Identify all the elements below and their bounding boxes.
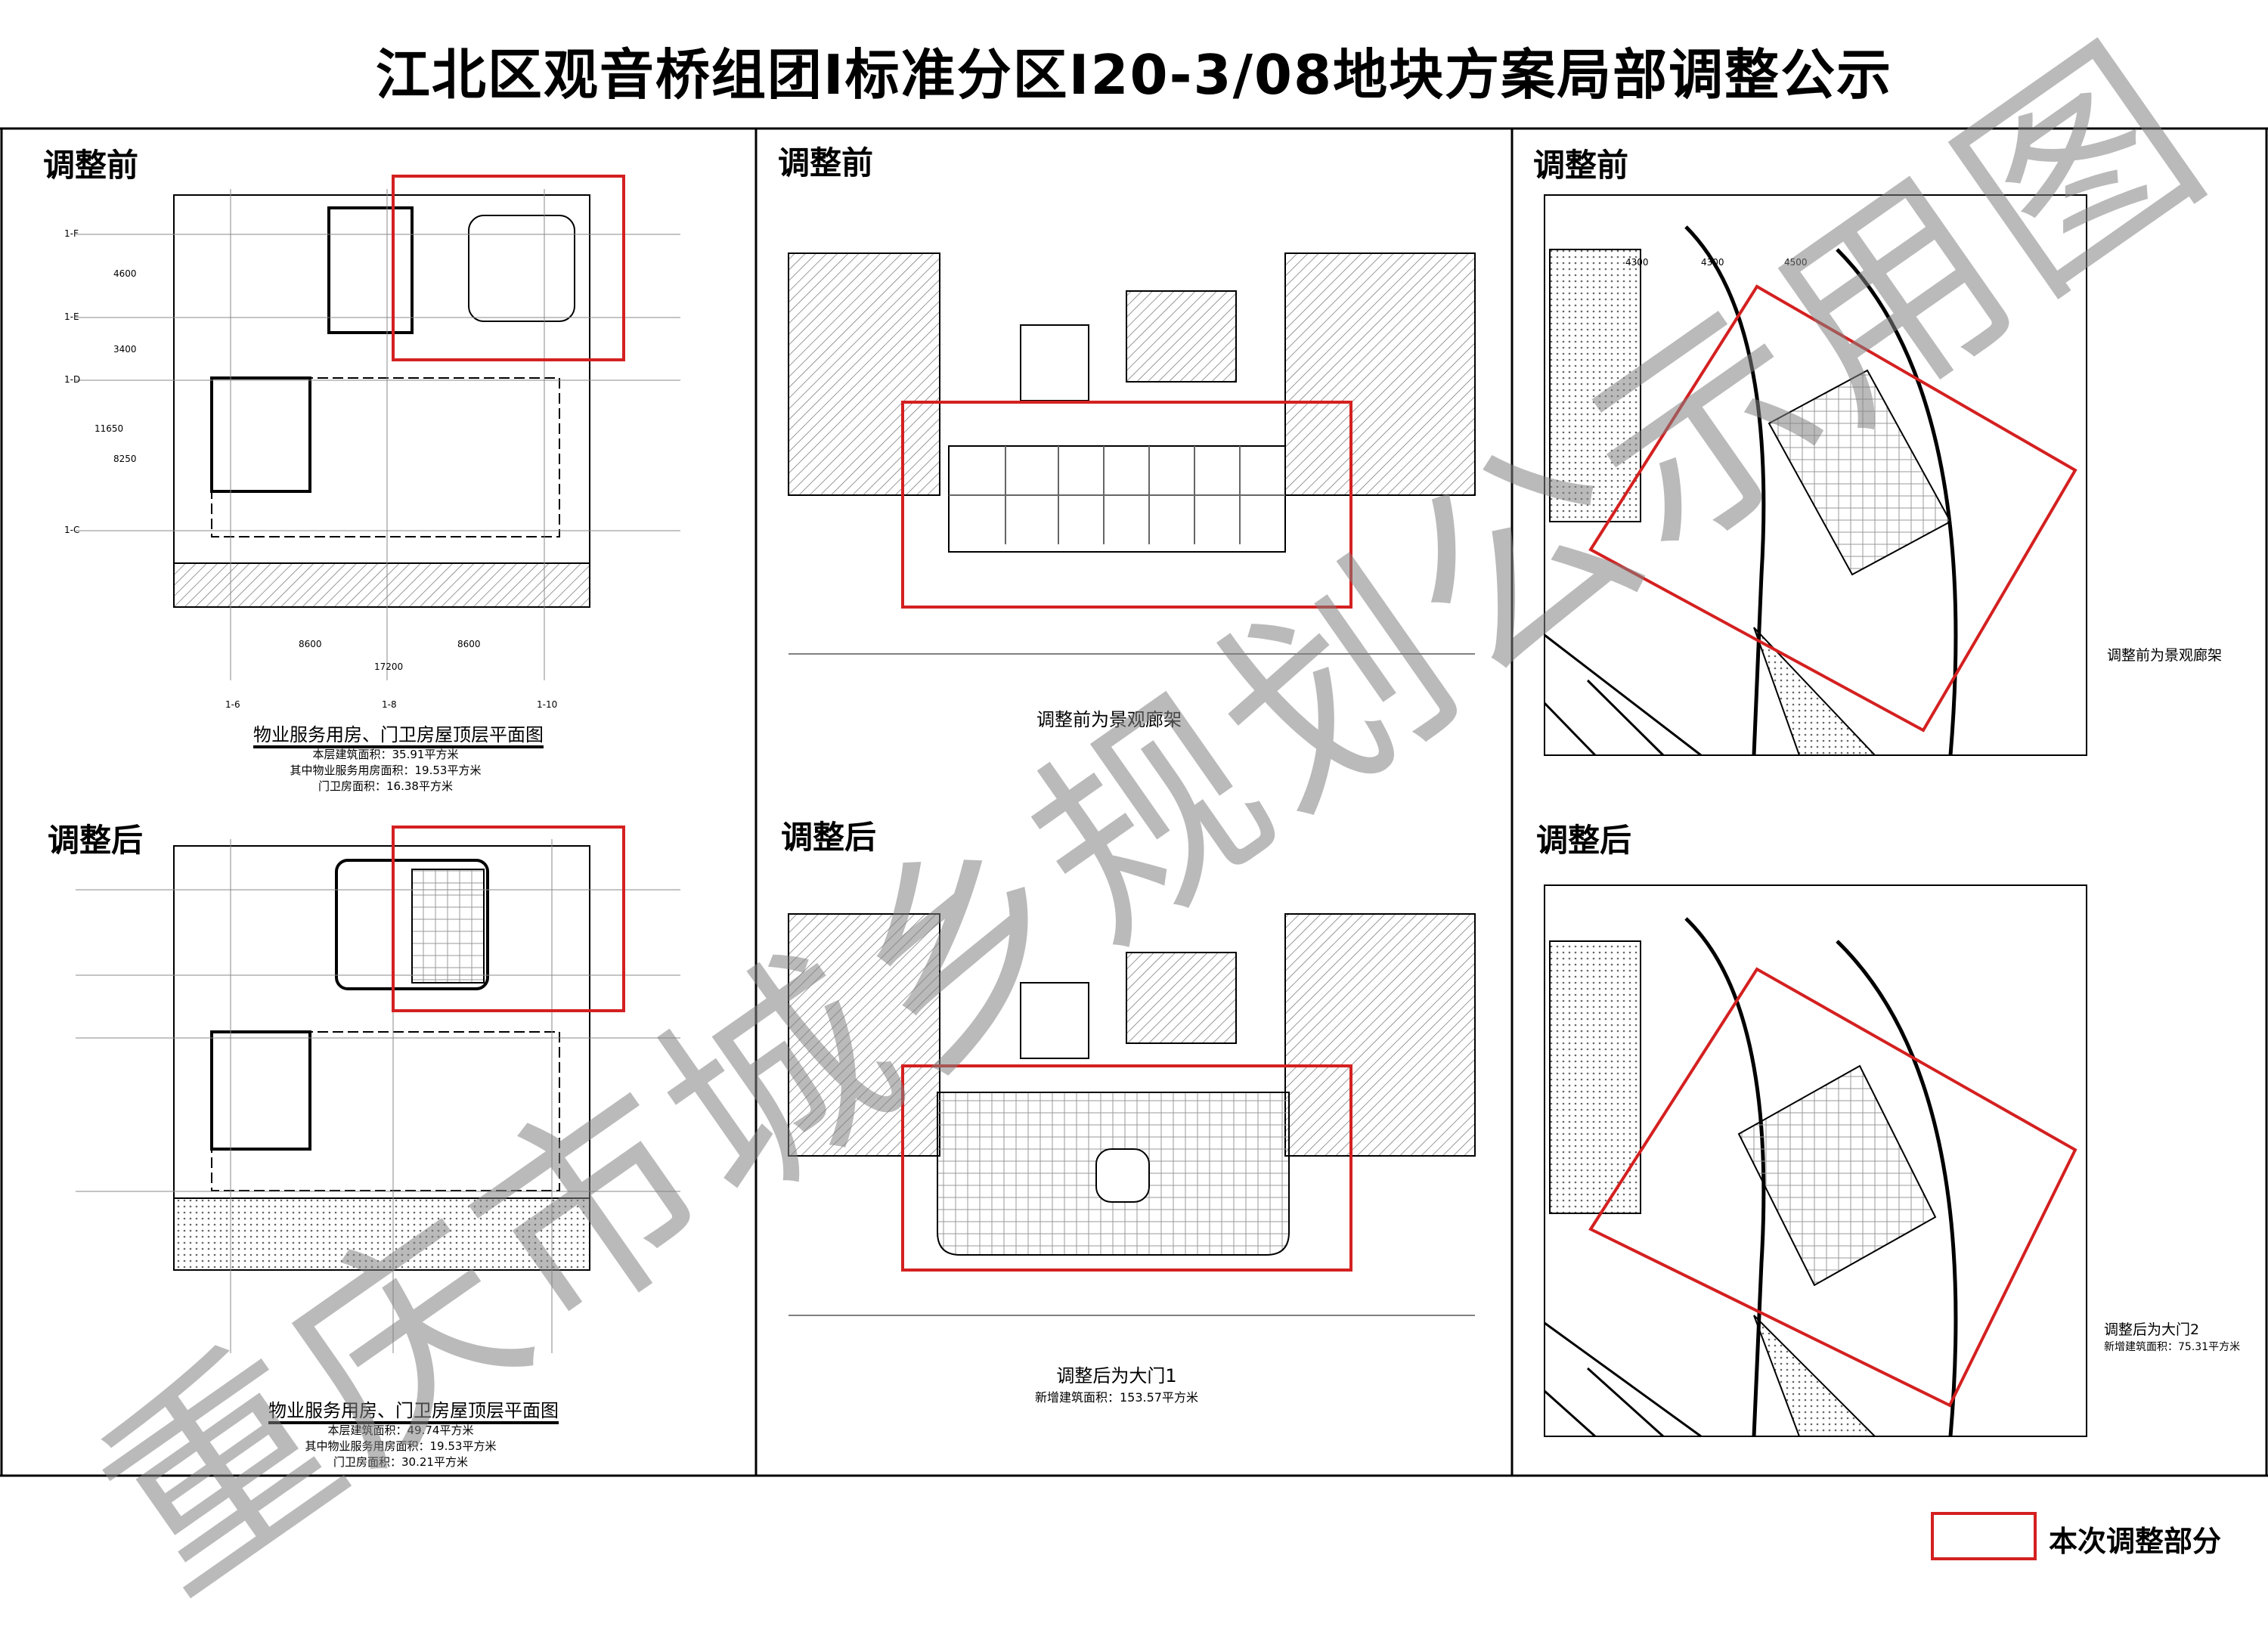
panel-label-before: 调整前 xyxy=(778,144,874,181)
dimension: 4300 xyxy=(1701,257,1724,268)
dimension: 8250 xyxy=(113,454,137,464)
caption-main: 调整后为大门1 xyxy=(1056,1365,1177,1386)
axis-label: 1-10 xyxy=(537,699,558,710)
caption-line: 其中物业服务用房面积：19.53平方米 xyxy=(305,1439,497,1453)
caption-p2-before: 调整前为景观廊架 xyxy=(1036,709,1182,730)
caption-title: 物业服务用房、门卫房屋顶层平面图 xyxy=(253,724,544,745)
dimension: 3400 xyxy=(113,344,137,355)
dimension: 4600 xyxy=(113,268,137,279)
caption-main: 调整后为大门2 xyxy=(2104,1321,2200,1338)
dimension: 4300 xyxy=(1625,257,1649,268)
caption-p2-after: 调整后为大门1 新增建筑面积：153.57平方米 xyxy=(1033,1361,1200,1405)
plan-p2-after xyxy=(788,913,1476,1316)
axis-label: 1-F xyxy=(64,228,79,239)
page-title: 江北区观音桥组团I标准分区I20-3/08地块方案局部调整公示 xyxy=(375,43,1893,107)
axis-label: 1-8 xyxy=(382,699,397,710)
caption-p1-after: 物业服务用房、门卫房屋顶层平面图 本层建筑面积：49.74平方米 其中物业服务用… xyxy=(268,1396,559,1470)
caption-p1-before: 物业服务用房、门卫房屋顶层平面图 本层建筑面积：35.91平方米 其中物业服务用… xyxy=(253,720,544,794)
plan-p2-before xyxy=(788,252,1476,655)
dimension: 8600 xyxy=(299,639,322,649)
axis-label: 1-6 xyxy=(225,699,240,710)
plan-p1-after xyxy=(76,826,680,1353)
panel-label-after: 调整后 xyxy=(781,819,877,856)
caption-sub: 新增建筑面积：153.57平方米 xyxy=(1035,1390,1198,1405)
panel-label-after: 调整后 xyxy=(48,822,144,859)
drawing-sheet xyxy=(0,127,2268,1477)
caption-sub: 新增建筑面积：75.31平方米 xyxy=(2104,1341,2241,1353)
caption-title: 物业服务用房、门卫房屋顶层平面图 xyxy=(268,1400,559,1421)
dimension: 11650 xyxy=(94,423,124,434)
axis-label: 1-E xyxy=(64,311,79,322)
axis-label: 1-C xyxy=(64,525,80,535)
panel-label-before: 调整前 xyxy=(43,147,139,184)
site-p3-after xyxy=(1543,884,2087,1438)
caption-line: 本层建筑面积：35.91平方米 xyxy=(312,748,459,761)
caption-p3-before: 调整前为景观廊架 xyxy=(2107,647,2223,664)
caption-line: 本层建筑面积：49.74平方米 xyxy=(327,1423,474,1437)
dimension: 17200 xyxy=(374,661,404,672)
dimension: 8600 xyxy=(457,639,481,649)
panel-label-after: 调整后 xyxy=(1536,822,1632,859)
caption-line: 其中物业服务用房面积：19.53平方米 xyxy=(290,764,482,777)
panel-label-before: 调整前 xyxy=(1533,147,1629,184)
axis-label: 1-D xyxy=(64,374,81,385)
plan-p1-before xyxy=(76,175,680,680)
caption-line: 门卫房面积：16.38平方米 xyxy=(318,779,453,793)
legend-label: 本次调整部分 xyxy=(2049,1525,2222,1558)
site-p3-before xyxy=(1543,194,2087,757)
caption-line: 门卫房面积：30.21平方米 xyxy=(333,1455,468,1469)
panel-frames xyxy=(0,127,2268,1477)
dimension: 4500 xyxy=(1784,257,1808,268)
legend-swatch xyxy=(1931,1512,2037,1560)
caption-p3-after: 调整后为大门2 新增建筑面积：75.31平方米 xyxy=(2104,1318,2240,1354)
